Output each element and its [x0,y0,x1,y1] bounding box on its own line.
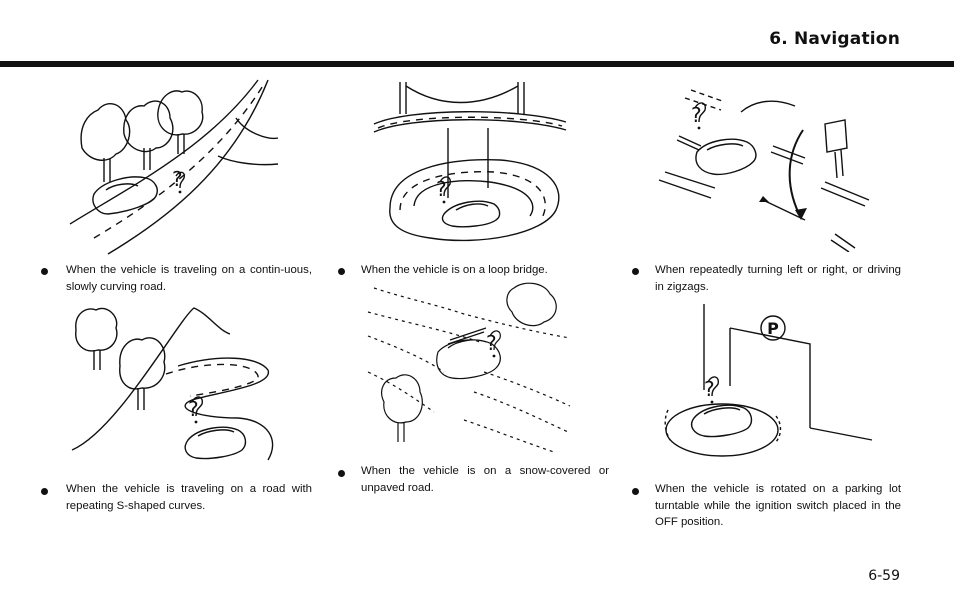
zigzag-driving-illustration: ? [655,84,873,252]
question-mark-label: ? [486,331,497,355]
curving-road-illustration: ? [68,78,280,256]
bullet-icon [632,488,639,495]
question-mark-label: ? [188,397,199,421]
caption-zigzag: When repeatedly turning left or right, o… [655,264,901,293]
unpaved-road-illustration: ? [364,282,576,454]
page-number: 6-59 [868,568,900,584]
bullet-icon [41,488,48,495]
question-mark-label: ? [704,377,715,401]
caption-unpaved-road: When the vehicle is on a snow-covered or… [361,465,609,494]
loop-bridge-illustration: ? [370,78,570,248]
turntable-illustration: P ? [660,300,878,462]
question-mark-label: ? [172,167,183,191]
s-curves-illustration: ? [68,300,280,468]
question-mark-label: ? [436,177,447,201]
bullet-icon [632,268,639,275]
bullet-icon [338,268,345,275]
caption-curving-road: When the vehicle is traveling on a conti… [66,264,312,293]
parking-sign-label: P [767,319,779,338]
bullet-icon [338,470,345,477]
question-mark-label: ? [691,103,702,127]
header-divider [0,61,954,67]
page-section-title: 6. Navigation [769,29,900,49]
caption-s-curves: When the vehicle is traveling on a road … [66,483,312,512]
bullet-icon [41,268,48,275]
caption-loop-bridge: When the vehicle is on a loop bridge. [361,264,548,276]
caption-turntable: When the vehicle is rotated on a parking… [655,483,901,528]
